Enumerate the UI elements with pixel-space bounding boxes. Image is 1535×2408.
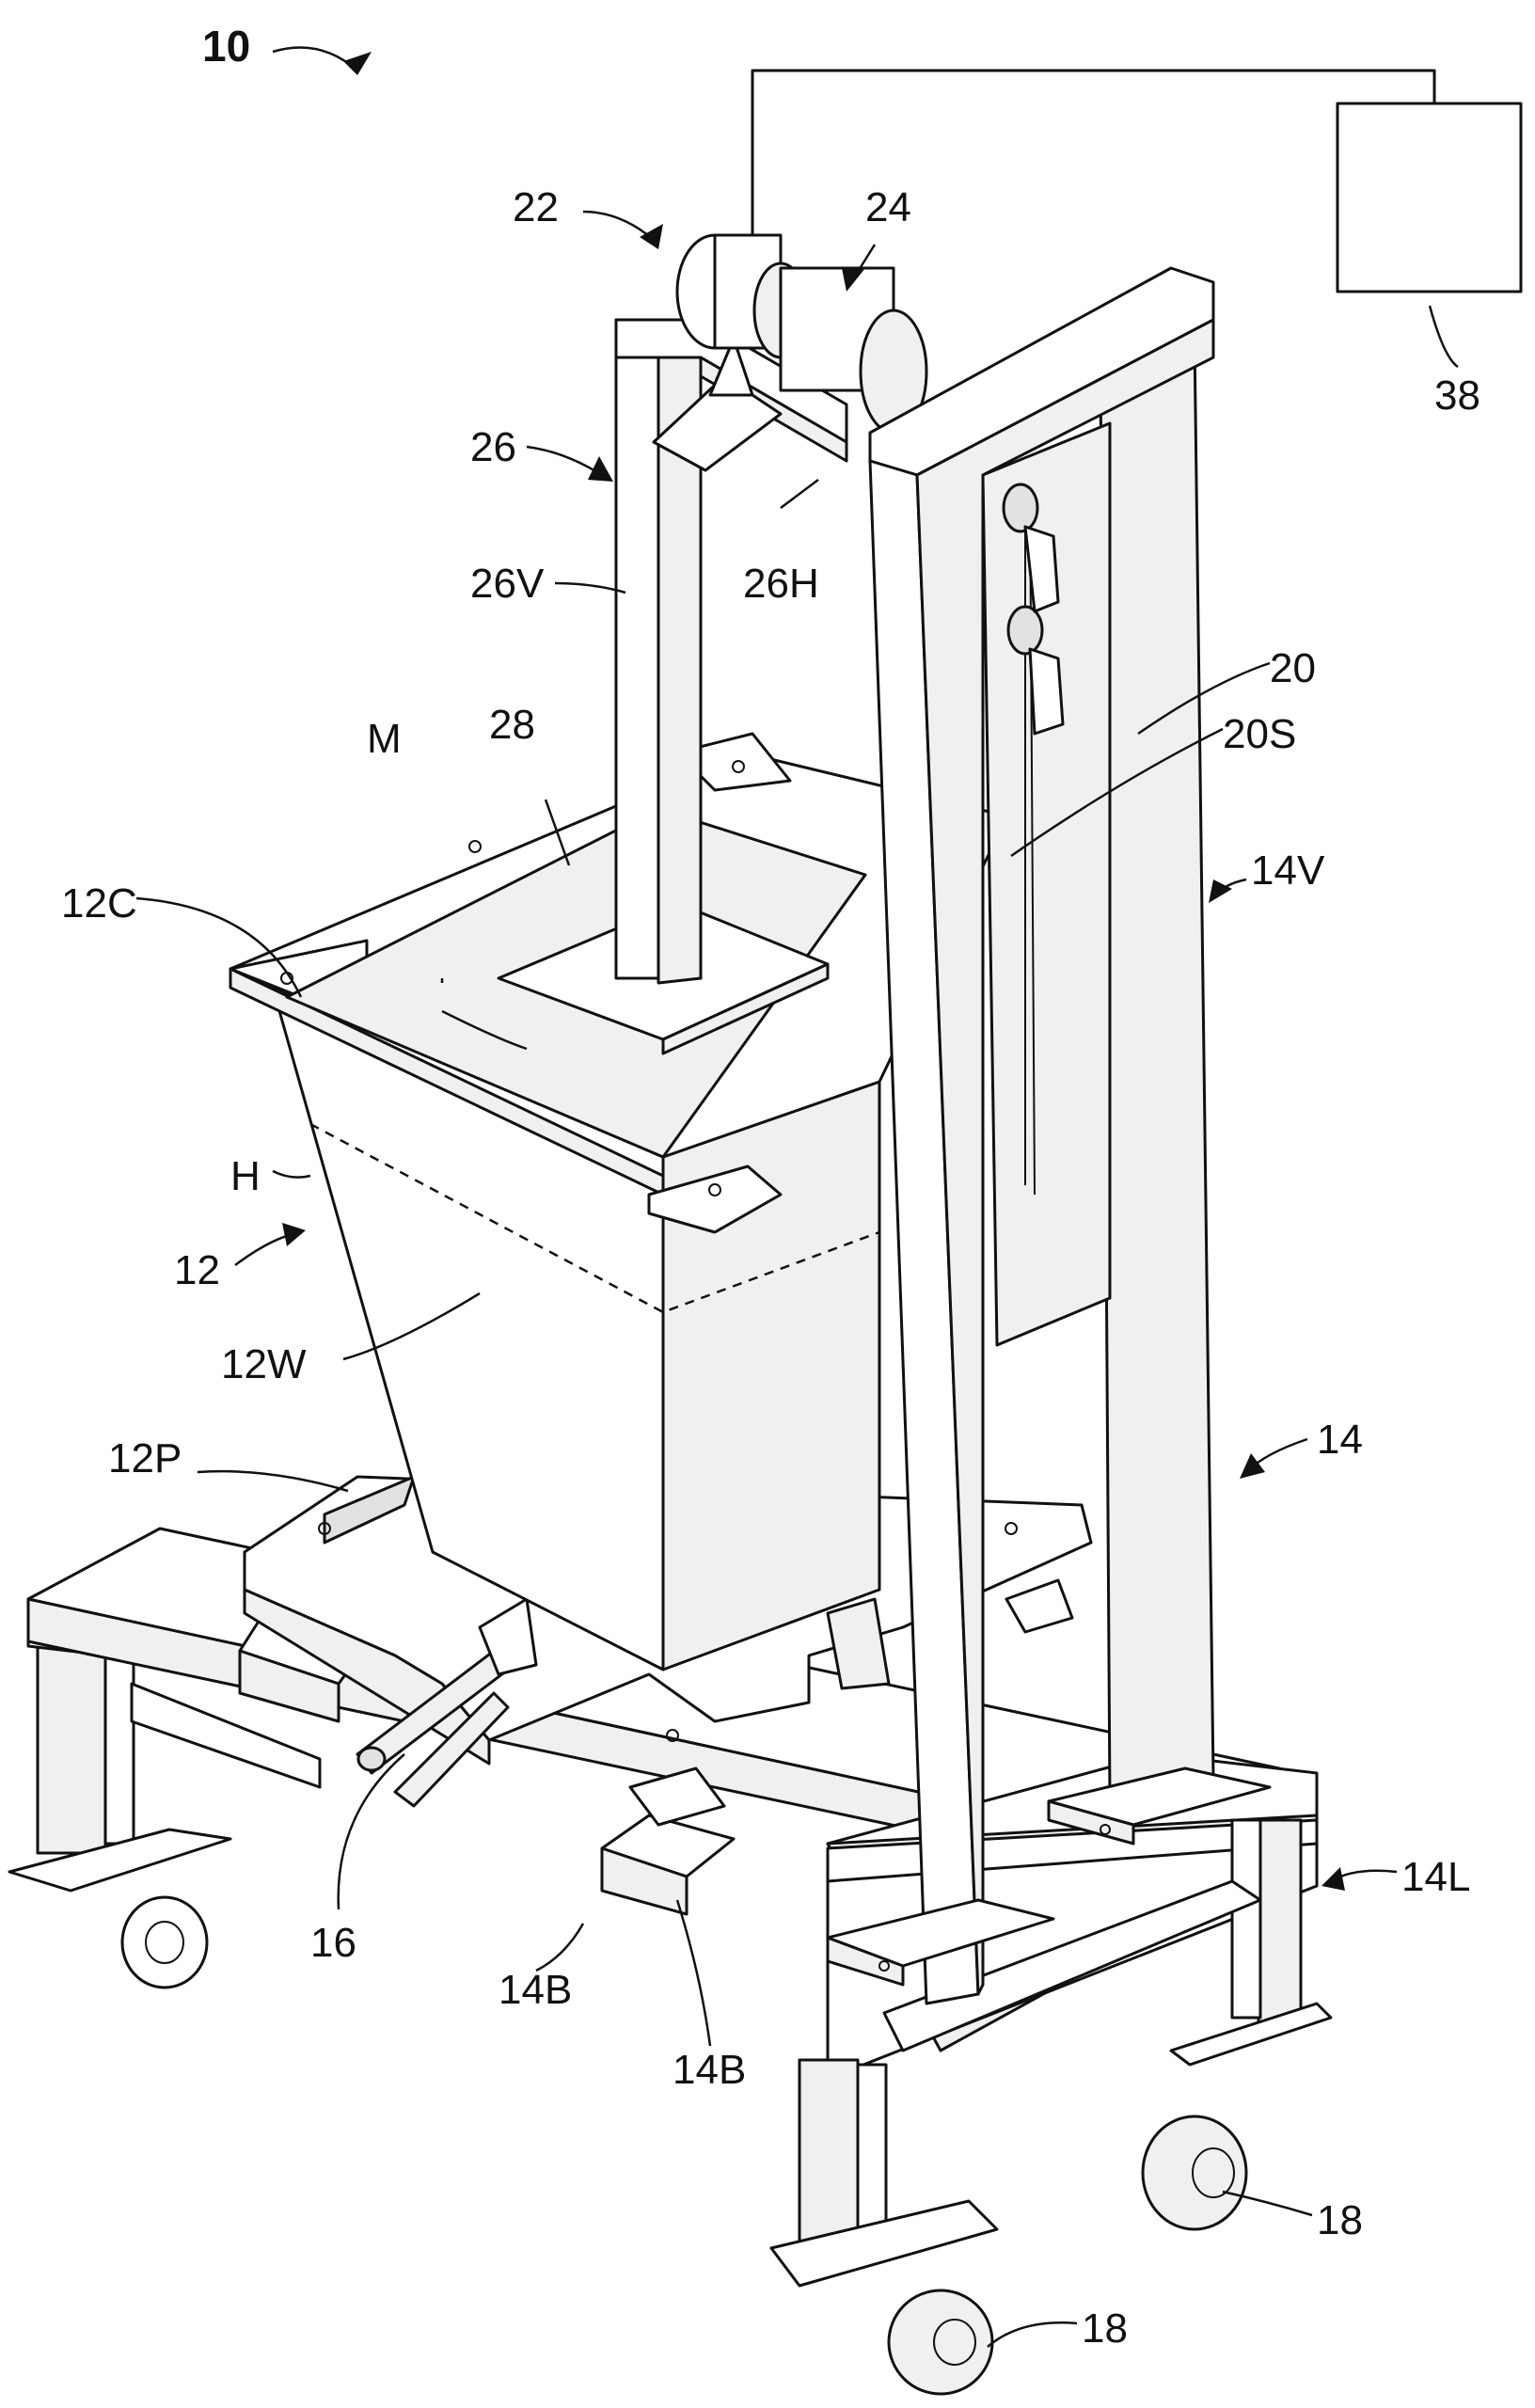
label-18-bottom: 18 <box>1082 2305 1128 2352</box>
actuator-motor <box>652 233 928 472</box>
label-14L: 14L <box>1401 1854 1470 1900</box>
caster-wheels <box>120 1895 1248 2396</box>
label-38: 38 <box>1434 372 1480 419</box>
label-26V: 26V <box>470 561 545 607</box>
toggle-clamps <box>356 1578 1074 1827</box>
label-12C: 12C <box>61 880 137 927</box>
label-20: 20 <box>1270 645 1316 691</box>
label-26: 26 <box>470 424 516 470</box>
leader-lines <box>135 46 1459 2348</box>
label-14V: 14V <box>1251 848 1325 894</box>
label-18-right: 18 <box>1317 2197 1363 2243</box>
label-28: 28 <box>489 702 535 748</box>
label-12: 12 <box>174 1247 220 1293</box>
label-12P: 12P <box>108 1435 182 1481</box>
label-H: H <box>230 1153 261 1199</box>
reference-labels: 10 22 24 38 26 26V 26H 20 20S 28 M 12C 1… <box>61 22 1480 2352</box>
label-10: 10 <box>202 22 250 71</box>
label-14B-left: 14B <box>498 1967 572 2013</box>
label-14: 14 <box>1317 1417 1363 1463</box>
label-24: 24 <box>865 184 911 230</box>
label-12W: 12W <box>221 1341 307 1387</box>
label-M: M <box>367 716 402 762</box>
label-14B-right: 14B <box>673 2047 746 2093</box>
caster-right <box>1141 2115 1248 2231</box>
caster-front <box>887 2289 994 2396</box>
label-16: 16 <box>310 1920 356 1966</box>
controller-box <box>751 69 1523 293</box>
vertical-tower <box>826 266 1272 2005</box>
mold-container <box>229 732 999 1671</box>
label-20S: 20S <box>1223 711 1296 757</box>
caster-left-rear <box>120 1895 209 1989</box>
label-26H: 26H <box>743 561 819 607</box>
label-22: 22 <box>513 184 559 230</box>
